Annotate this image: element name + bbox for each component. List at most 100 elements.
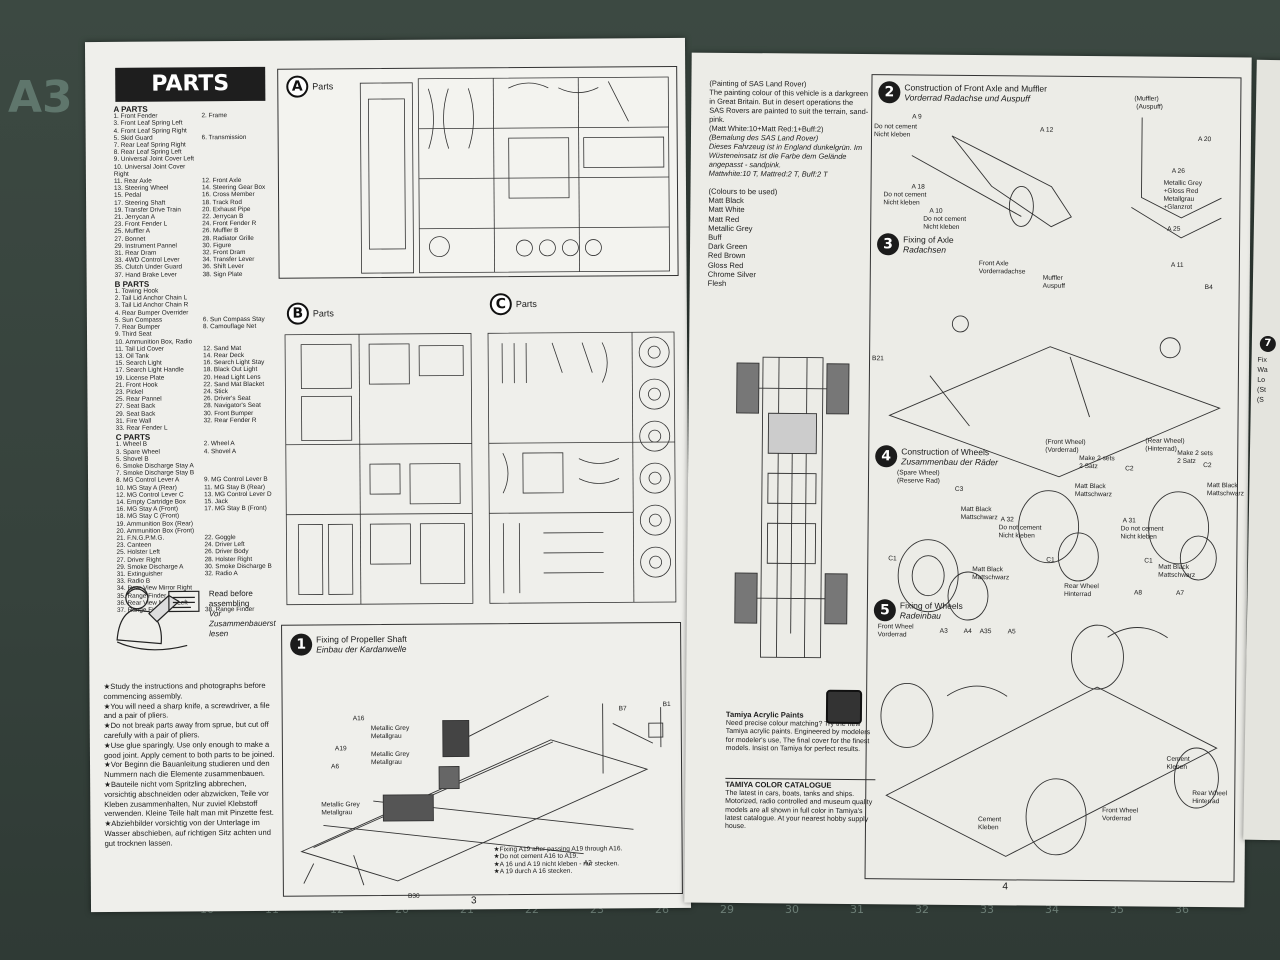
- step-1-number: 1: [290, 633, 313, 656]
- step4-callout: 2 Satz: [1079, 462, 1098, 471]
- assembly-tip: ★Bauteile nicht vom Spritzling abbrechen…: [104, 778, 274, 819]
- step2-callout: +Gloss Red: [1163, 187, 1199, 195]
- step4-callout: Make 2 sets: [1177, 449, 1213, 458]
- page-number-left: 3: [470, 895, 477, 907]
- step-3-title-en: Fixing of Axle: [903, 234, 954, 245]
- step-1-callout: Metallgrau: [370, 758, 402, 767]
- ruler-mark: 31: [850, 903, 864, 916]
- step4-callout: Mattschwarz: [1158, 571, 1196, 579]
- step4-callout: Mattschwarz: [960, 513, 998, 522]
- painting-body: The painting colour of this vehicle is a…: [709, 87, 869, 124]
- step3-callout: Auspuff: [1042, 282, 1065, 290]
- step2-callout: Nicht kleben: [883, 199, 920, 207]
- assembly-tip: ★Use glue sparingly. Use only enough to …: [103, 739, 275, 760]
- step4-callout: (Rear Wheel): [1145, 437, 1185, 445]
- step4-callout: C1: [1046, 556, 1055, 564]
- step4-callout: Make 2 sets: [1079, 454, 1115, 463]
- ruler-mark: 30: [785, 903, 799, 916]
- step-1-callout: B1: [662, 701, 671, 709]
- read-note-de3: lesen: [209, 629, 229, 639]
- step-1-callout: B7: [618, 705, 627, 713]
- sprue-b-diagram: B Parts: [279, 283, 481, 614]
- step-1-note: ★Fixing A19 after passing A19 through A1…: [494, 845, 623, 876]
- read-note-de2: Zusammenbauerst: [209, 618, 276, 629]
- part-name: 37. Hand Brake Lever: [114, 271, 177, 279]
- step2-callout: A 18: [911, 183, 925, 191]
- step3-callout: A 11: [1170, 261, 1184, 269]
- part-name: [204, 424, 276, 432]
- mat-label: A3: [8, 72, 73, 123]
- step4-callout: Mattschwarz: [1074, 490, 1112, 499]
- sprue-a-drawing: [359, 76, 670, 274]
- step-1-frame: 1 Fixing of Propeller Shaft Einbau der K…: [281, 621, 683, 900]
- part-name: 38. Sign Plate: [202, 270, 243, 278]
- step5-callout: Rear Wheel: [1192, 789, 1228, 798]
- instruction-page-right: (Painting of SAS Land Rover) The paintin…: [684, 52, 1252, 908]
- part-name: 10. Universal Joint Cover Right: [113, 163, 186, 178]
- paint-jar-icon: [825, 689, 863, 725]
- step4-callout: (Hinterrad): [1145, 445, 1177, 453]
- next-page-line: Fix: [1257, 356, 1267, 364]
- ruler-mark: 29: [720, 903, 734, 916]
- step-3-title-de: Radachsen: [902, 244, 947, 255]
- acrylic-body: Need precise colour matching? Try the ne…: [725, 720, 871, 753]
- sprue-b-drawing: [284, 333, 474, 606]
- step-1-title-en: Fixing of Propeller Shaft: [316, 633, 407, 645]
- catalogue-body: The latest in cars, boats, tanks and shi…: [724, 790, 873, 831]
- step5-callout: A5: [1007, 628, 1016, 636]
- parts-row: 10. Universal Joint Cover Right: [114, 162, 274, 178]
- step2-callout: A 26: [1171, 167, 1185, 175]
- parts-row: 37. Hand Brake Lever 38. Sign Plate: [114, 270, 275, 279]
- step2-callout: (Muffler): [1134, 95, 1159, 103]
- assembly-tips: ★Study the instructions and photographs …: [103, 681, 276, 849]
- next-page-line: Wa: [1257, 366, 1268, 374]
- read-note-en1: Read before: [208, 588, 253, 599]
- read-note: Read before assembling Vor Zusammenbauer…: [209, 589, 276, 639]
- step4-callout: (Spare Wheel): [897, 469, 940, 477]
- step-1-header: 1 Fixing of Propeller Shaft Einbau der K…: [290, 633, 407, 656]
- sprue-a-header: A Parts: [286, 75, 334, 98]
- step-1-callout: A6: [331, 763, 340, 771]
- step-5-number: 5: [873, 599, 896, 622]
- step4-callout: Do not cement: [998, 524, 1042, 532]
- step4-callout: (Reserve Rad): [896, 477, 940, 485]
- step4-callout: Mattschwarz: [1206, 490, 1244, 498]
- next-page-line: Lo: [1257, 376, 1266, 384]
- colour-item: Red Brown: [707, 251, 746, 261]
- step2-callout: A 10: [929, 207, 943, 215]
- step-2-title-de: Vorderrad Radachse und Auspuff: [904, 92, 1030, 104]
- step4-callout: Matt Black: [972, 566, 1004, 574]
- step-1-callout: Metallic Grey: [370, 724, 410, 733]
- step-1-callout: A16: [352, 715, 365, 723]
- step5-callout: Front Wheel: [877, 623, 914, 631]
- step4-callout: Mattschwarz: [972, 574, 1010, 582]
- read-note-de1: Vor: [208, 609, 222, 619]
- next-page-line: (S: [1256, 396, 1264, 404]
- colour-item: Flesh: [707, 278, 727, 288]
- step4-callout: Nicht kleben: [1120, 533, 1157, 541]
- step2-callout: A 25: [1167, 225, 1181, 233]
- acrylic-title: Tamiya Acrylic Paints: [725, 709, 804, 720]
- step2-callout: Metallgrau: [1163, 195, 1195, 203]
- step2-callout: +Glanzrot: [1163, 203, 1193, 211]
- step2-callout: A 9: [912, 113, 922, 121]
- step4-callout: Matt Black: [1074, 482, 1106, 491]
- step2-callout: Nicht kleben: [923, 223, 960, 231]
- step3-callout: Vorderradachse: [978, 268, 1026, 276]
- parts-row: 33. Rear Fender L: [116, 424, 276, 432]
- step-2-number: 2: [878, 81, 901, 104]
- step2-callout: Nicht kleben: [873, 131, 911, 139]
- step-1-note-line: ★A 19 durch A 16 stecken.: [493, 867, 573, 876]
- step5-callout: Vorderrad: [1102, 815, 1132, 823]
- step4-callout: Matt Black: [1158, 563, 1190, 571]
- assembly-tip: ★Study the instructions and photographs …: [103, 680, 266, 701]
- step4-callout: A 31: [1122, 517, 1136, 525]
- sprue-a-label: Parts: [312, 81, 334, 92]
- part-name: 13. Steering Wheel: [113, 184, 169, 193]
- colour-item: Gloss Red: [707, 260, 744, 270]
- step-1-callout: Metallgrau: [321, 809, 353, 817]
- step-1-callout: A19: [334, 745, 347, 753]
